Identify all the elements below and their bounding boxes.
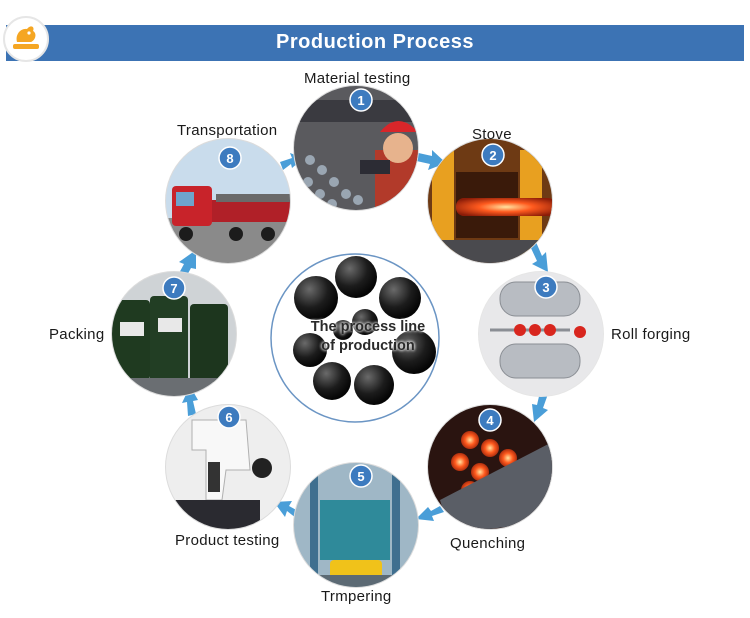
badge-8: 8	[218, 146, 242, 170]
arrow-2-to-3	[530, 242, 548, 272]
step-8-label: Transportation	[177, 122, 278, 139]
badge-6: 6	[217, 405, 241, 429]
svg-text:5: 5	[357, 469, 364, 484]
step-7-label: Packing	[49, 326, 105, 343]
step-3-photo	[478, 271, 604, 397]
arrow-4-to-5	[416, 506, 444, 521]
badge-4: 4	[478, 408, 502, 432]
header-banner: Production Process	[6, 25, 744, 61]
step-3-label: Roll forging	[611, 326, 691, 343]
badge-2: 2	[481, 143, 505, 167]
step-7-photo	[111, 271, 237, 397]
step-2-label: Stove	[472, 126, 512, 143]
svg-text:7: 7	[170, 281, 177, 296]
center-caption: The process line of production	[288, 318, 448, 356]
badge-1: 1	[349, 88, 373, 112]
step-6-label: Product testing	[175, 532, 280, 549]
step-badges: 1 2 3 4 5 6 7 8	[162, 88, 558, 488]
center-caption-line-2: of production	[321, 338, 415, 354]
arrow-5-to-6	[274, 501, 300, 518]
center-caption-line-1: The process line	[310, 319, 426, 335]
svg-text:2: 2	[489, 148, 496, 163]
svg-text:4: 4	[486, 413, 494, 428]
logo-icon	[13, 26, 39, 49]
svg-text:6: 6	[225, 410, 232, 425]
svg-text:8: 8	[226, 151, 233, 166]
arrow-3-to-4	[532, 392, 548, 422]
step-4-label: Quenching	[450, 535, 526, 552]
badge-5: 5	[349, 464, 373, 488]
step-5-label: Trmpering	[321, 588, 392, 605]
badge-3: 3	[534, 275, 558, 299]
svg-text:3: 3	[542, 280, 549, 295]
badge-7: 7	[162, 276, 186, 300]
step-1-label: Material testing	[304, 70, 411, 87]
step-6-photo	[165, 404, 291, 530]
svg-text:1: 1	[357, 93, 364, 108]
page-title: Production Process	[276, 31, 474, 53]
step-8-photo	[165, 138, 291, 264]
center-circle	[270, 253, 440, 423]
company-logo	[3, 16, 49, 62]
arrow-1-to-2	[412, 150, 446, 170]
step-2-photo	[427, 138, 553, 264]
